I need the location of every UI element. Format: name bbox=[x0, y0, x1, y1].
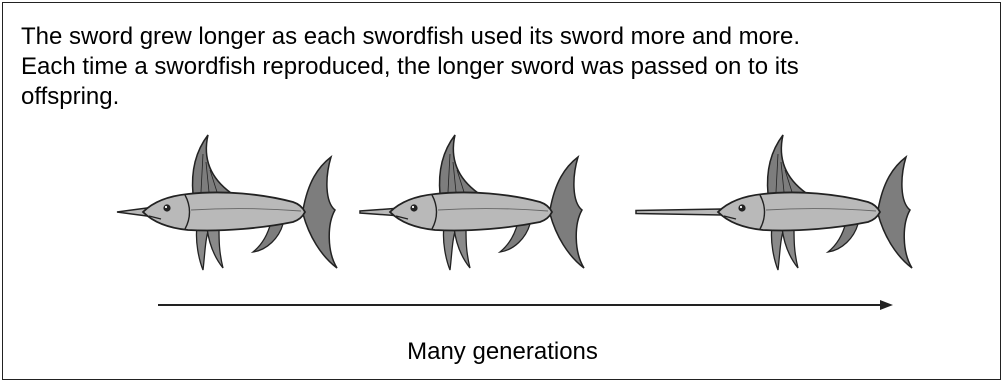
swordfish-long-sword bbox=[636, 135, 912, 270]
swordfish-short-sword bbox=[117, 135, 337, 270]
generations-label: Many generations bbox=[0, 338, 1005, 366]
swordfish-medium-sword bbox=[360, 135, 584, 270]
generations-arrow bbox=[158, 300, 893, 310]
sword-long bbox=[636, 209, 722, 215]
